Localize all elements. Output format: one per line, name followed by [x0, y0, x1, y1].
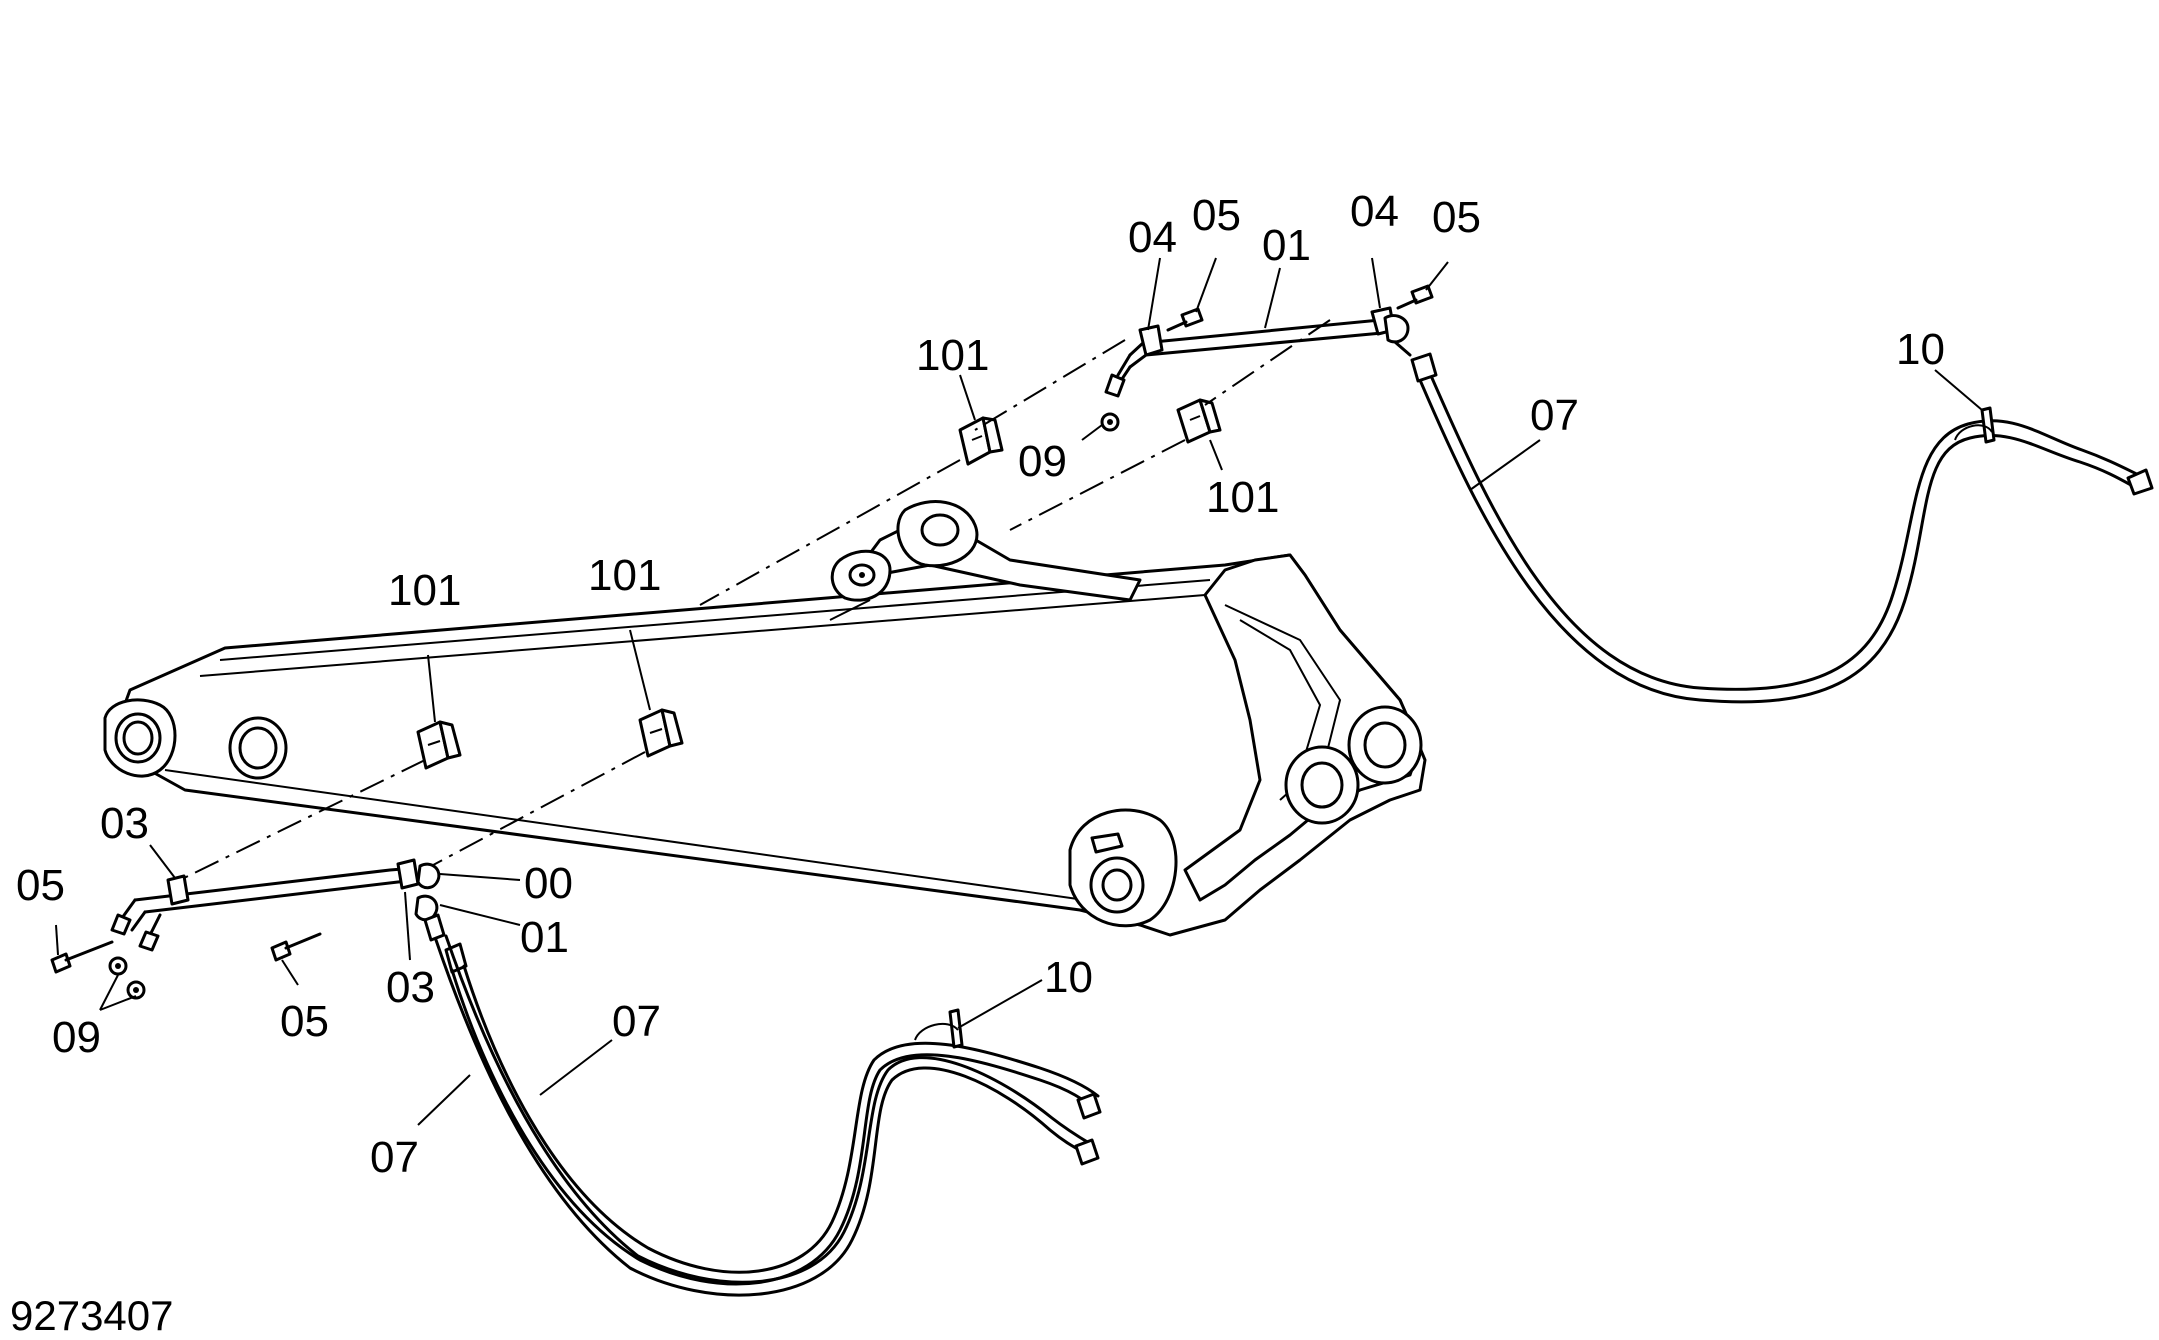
clamp-block-lower-right — [638, 708, 684, 758]
callout-04-right: 04 — [1350, 187, 1399, 236]
leader-lines — [55, 257, 1983, 1126]
callout-03-left: 03 — [100, 799, 149, 848]
upper-pipe-01 — [1100, 284, 1434, 432]
callout-03-right: 03 — [386, 963, 435, 1012]
callout-00: 00 — [524, 859, 573, 908]
callout-101-upper-right: 101 — [1206, 473, 1279, 522]
boom — [103, 500, 1427, 937]
callout-09-upper: 09 — [1018, 437, 1067, 486]
lower-pipe-assembly — [50, 858, 441, 1000]
clamp-block-lower-left — [416, 720, 462, 770]
callout-07-upper: 07 — [1530, 391, 1579, 440]
callout-10-upper: 10 — [1896, 325, 1945, 374]
callout-01-lower: 01 — [520, 913, 569, 962]
callout-04-left: 04 — [1128, 213, 1177, 262]
clamp-block-upper-right — [1176, 398, 1222, 444]
callout-01-upper: 01 — [1262, 221, 1311, 270]
assembly-lines — [179, 319, 1331, 881]
callout-101-lower-left: 101 — [388, 566, 461, 615]
callout-07-lower-right: 07 — [612, 997, 661, 1046]
callout-05-upper-right: 05 — [1432, 193, 1481, 242]
callout-05-upper-left: 05 — [1192, 191, 1241, 240]
lower-hoses-07 — [423, 913, 1102, 1297]
callout-10-lower: 10 — [1044, 953, 1093, 1002]
callout-07-lower-left: 07 — [370, 1133, 419, 1182]
callout-05-lower-middle: 05 — [280, 997, 329, 1046]
callout-101-lower-right: 101 — [588, 551, 661, 600]
figure-number: 9273407 — [10, 1292, 174, 1339]
callout-101-upper-left: 101 — [916, 331, 989, 380]
upper-hose-07 — [1410, 352, 2154, 704]
callout-05-lower-left: 05 — [16, 861, 65, 910]
callout-09-lower: 09 — [52, 1013, 101, 1062]
clamp-block-upper-left — [958, 416, 1004, 466]
